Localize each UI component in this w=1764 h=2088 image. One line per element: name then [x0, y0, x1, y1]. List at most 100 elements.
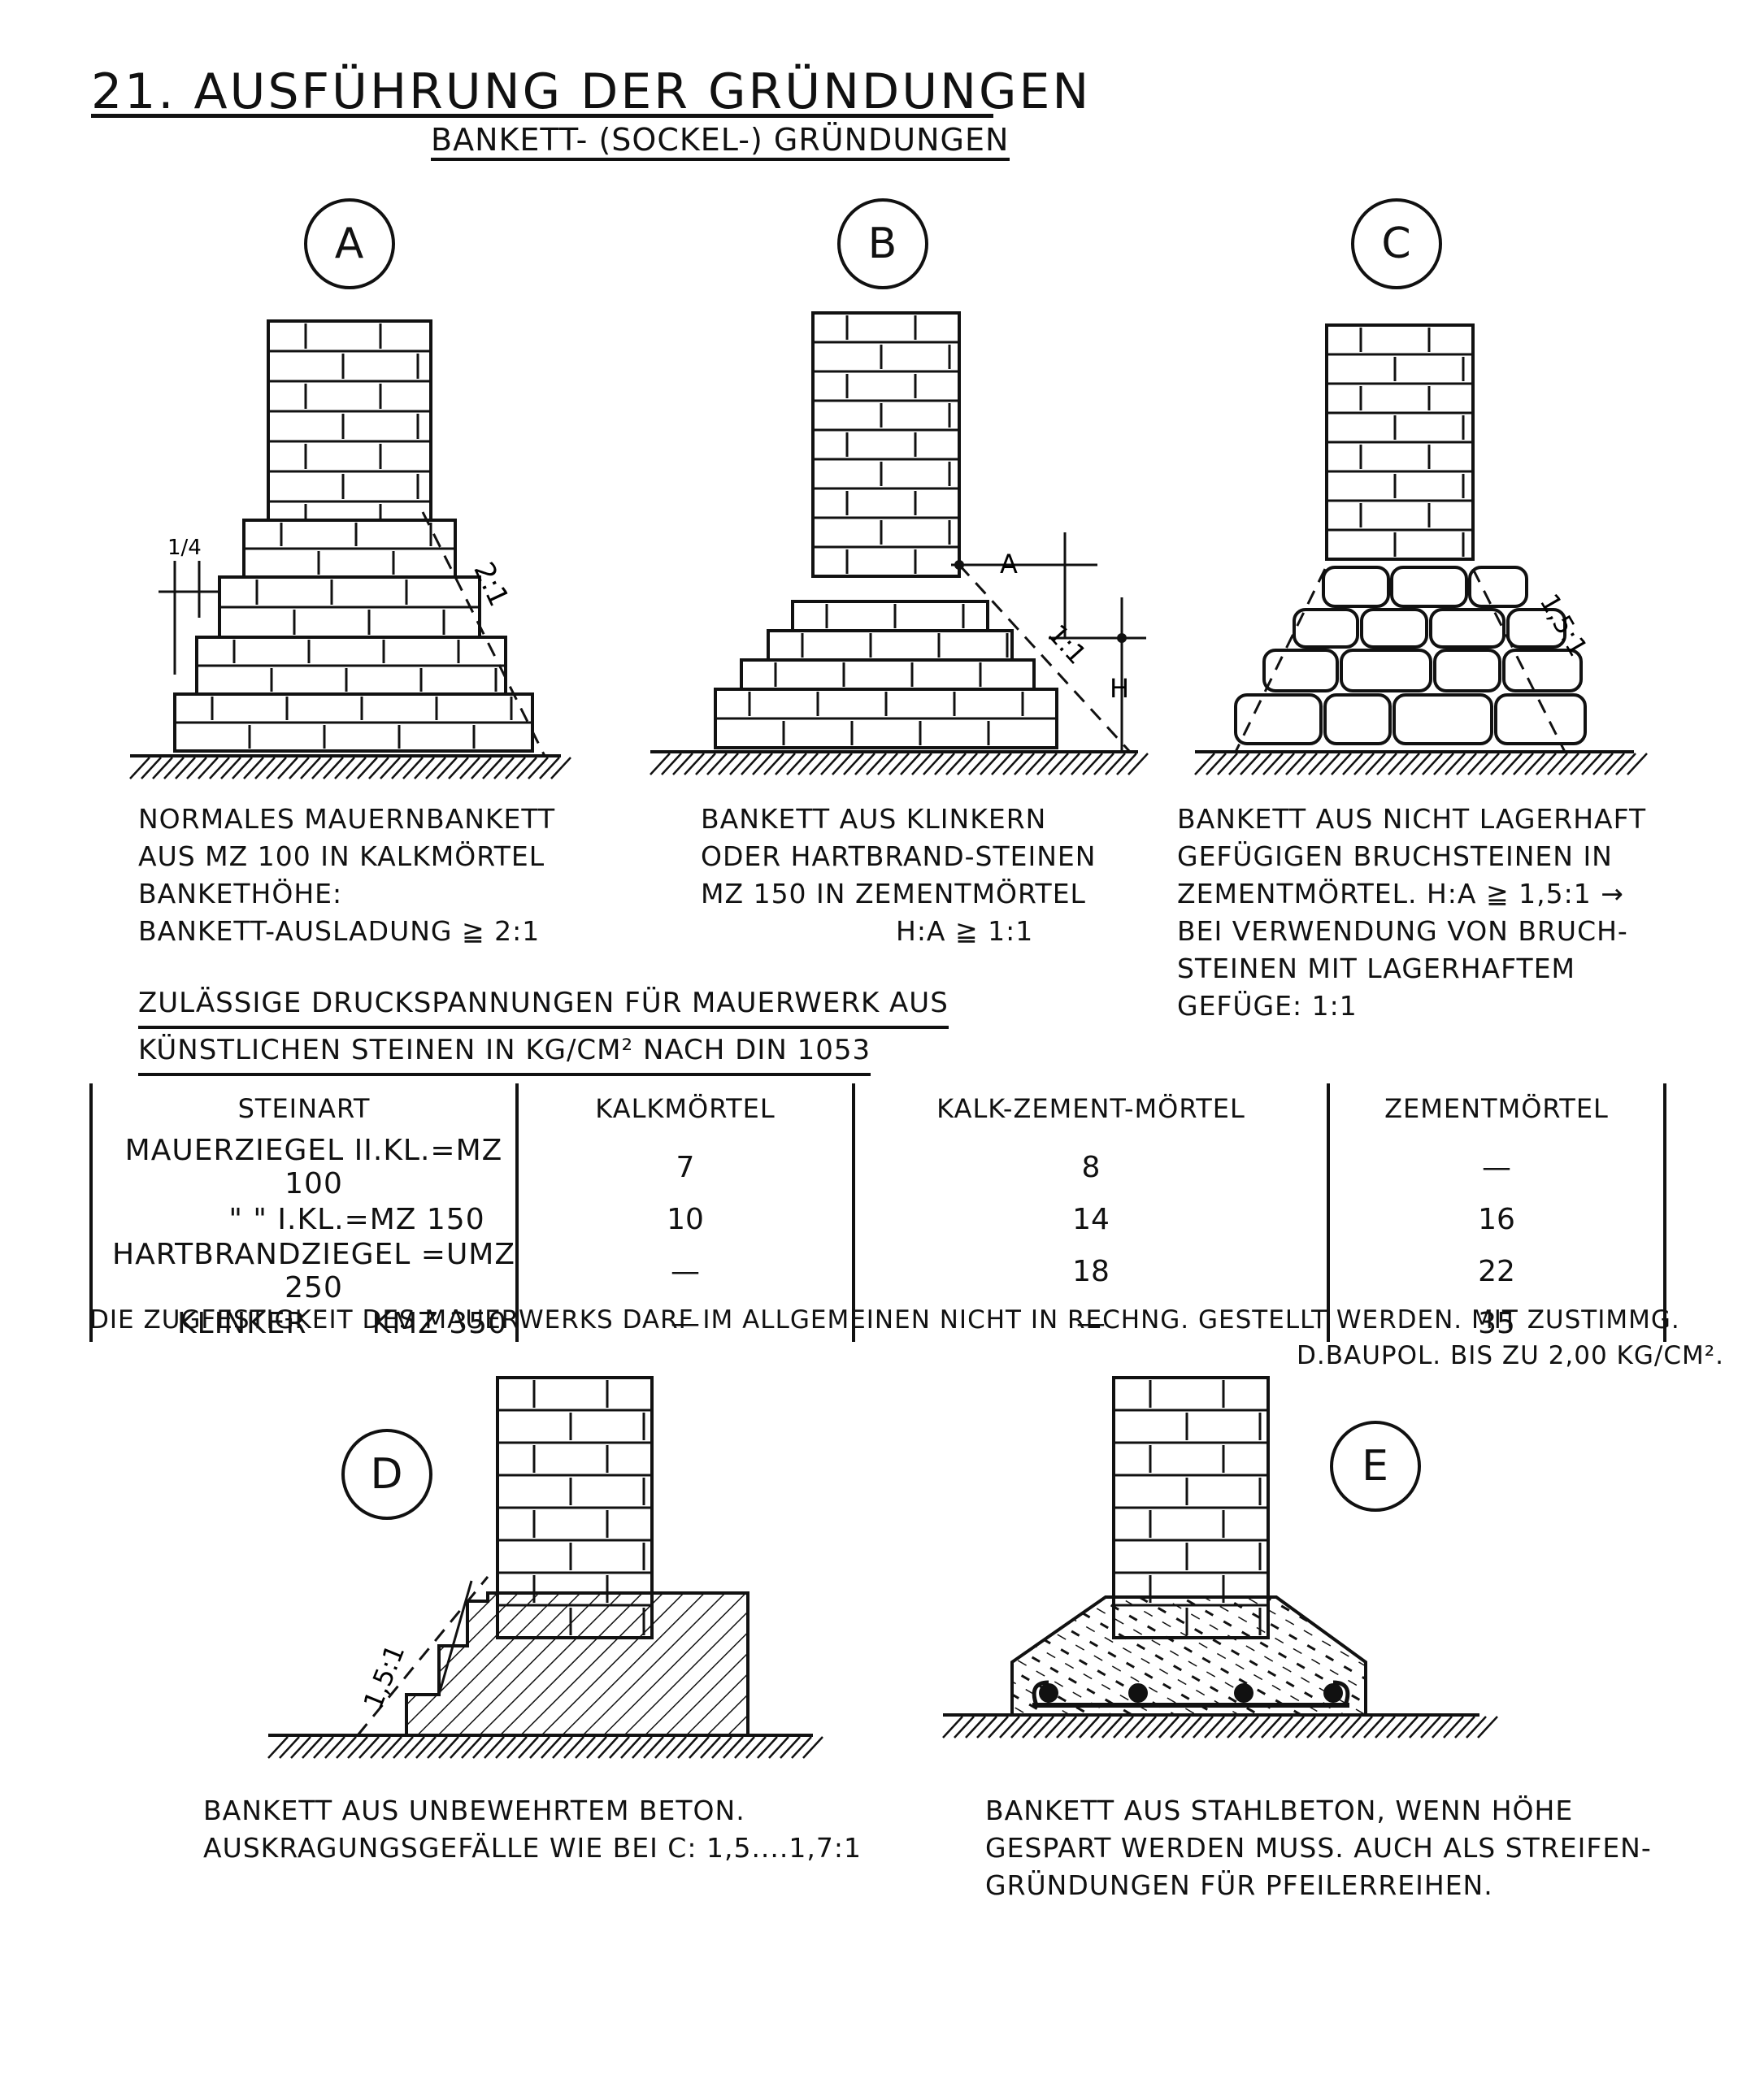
table-row: " " I.Kl.=MZ 150 10 14 16	[89, 1200, 1666, 1238]
ground-hatch	[254, 757, 276, 779]
rubble-stone	[1360, 608, 1428, 649]
ground-hatch	[1399, 753, 1420, 775]
ground-hatch	[1592, 753, 1614, 775]
ground-hatch	[1215, 1716, 1236, 1739]
ground-hatch	[809, 753, 830, 775]
ground-hatch	[1513, 753, 1534, 775]
ground-hatch	[1318, 1716, 1339, 1739]
ground-hatch	[313, 1736, 334, 1759]
ground-hatch	[186, 757, 207, 779]
table-row: Mauerziegel II.Kl.=MZ 100 7 8 —	[89, 1134, 1666, 1200]
cell-name: KlinkerKMZ 350	[89, 1304, 519, 1342]
dimension-point	[1117, 633, 1127, 643]
ground-hatch	[854, 753, 875, 775]
ground-hatch	[267, 1736, 289, 1759]
ground-hatch	[752, 753, 773, 775]
figure-d-drawing	[267, 1376, 823, 1759]
cell-kalkzement: 18	[852, 1238, 1330, 1304]
cell-name: Hartbrandziegel =UMZ 250	[89, 1238, 519, 1304]
cell-kalk: —	[515, 1304, 855, 1342]
ground-hatch	[957, 753, 978, 775]
ground-hatch	[1036, 753, 1058, 775]
ground-hatch	[1306, 1716, 1327, 1739]
ground-hatch	[1227, 1716, 1248, 1739]
ground-hatch	[1116, 753, 1137, 775]
ground-hatch	[866, 753, 887, 775]
ground-hatch	[1206, 753, 1227, 775]
figure-b-dim-h: H	[1110, 673, 1129, 704]
figure-e-drawing	[942, 1376, 1498, 1739]
ground-hatch	[461, 1736, 482, 1759]
ground-hatch	[368, 757, 389, 779]
rebar-hook	[1032, 1680, 1049, 1706]
ground-hatch	[495, 1736, 516, 1759]
ground-hatch	[484, 1736, 505, 1759]
caption-line: bei Verwendung von Bruch-	[1177, 915, 1628, 947]
ground-hatch	[1375, 1716, 1396, 1739]
ground-hatch	[945, 753, 967, 775]
cell-kalk: —	[515, 1238, 855, 1304]
ground-hatch	[1604, 753, 1625, 775]
ground-hatch	[1466, 1716, 1487, 1739]
ground-hatch	[1067, 1716, 1088, 1739]
ground-hatch	[1204, 1716, 1225, 1739]
ground-hatch	[643, 1736, 664, 1759]
ground-hatch	[1082, 753, 1103, 775]
ground-hatch	[689, 1736, 710, 1759]
ground-hatch	[1433, 753, 1454, 775]
header-kalkmoertel: Kalkmörtel	[515, 1083, 855, 1134]
ground-hatch	[277, 757, 298, 779]
ground-hatch	[1432, 1716, 1453, 1739]
table-heading-line: Zulässige Druckspannungen für Mauerwerk …	[138, 982, 949, 1029]
ground-hatch	[302, 1736, 323, 1759]
ground-hatch	[786, 753, 807, 775]
ground-hatch	[654, 1736, 676, 1759]
ground-hatch	[1056, 1716, 1077, 1739]
tensile-note: Die Zugfestigkeit des Mauerwerks darf im…	[89, 1305, 1680, 1335]
cell-name: " " I.Kl.=MZ 150	[89, 1200, 519, 1238]
ground-hatch	[404, 1736, 425, 1759]
ground-hatch	[175, 757, 196, 779]
ground-hatch	[1136, 1716, 1157, 1739]
ground-hatch	[437, 757, 458, 779]
ground-hatch	[1105, 753, 1126, 775]
ground-hatch	[336, 1736, 357, 1759]
slope-guide	[437, 1580, 473, 1695]
ground-hatch	[323, 757, 344, 779]
caption-line: Gefüge: 1:1	[1177, 990, 1358, 1022]
ground-hatch	[393, 1736, 414, 1759]
cell-zement: 22	[1327, 1238, 1666, 1304]
ground-hatch	[666, 1736, 687, 1759]
ground-hatch	[1261, 1716, 1282, 1739]
caption-line: Normales Mauernbankett	[138, 803, 556, 835]
cell-zement: 16	[1327, 1200, 1666, 1238]
rubble-stone	[1433, 649, 1501, 692]
ground-hatch	[1524, 753, 1545, 775]
caption-line: gefügigen Bruchsteinen in	[1177, 840, 1613, 872]
title-underline	[91, 114, 993, 118]
ground-hatch	[541, 1736, 562, 1759]
ground-hatch	[586, 1736, 607, 1759]
rubble-stone	[1293, 608, 1359, 649]
ground-hatch	[506, 1736, 528, 1759]
ground-hatch	[1124, 1716, 1145, 1739]
ground-hatch	[911, 753, 932, 775]
ground-hatch	[1010, 1716, 1032, 1739]
ground-hatch	[695, 753, 716, 775]
ground-hatch	[1127, 753, 1149, 775]
rebar-section	[1234, 1683, 1253, 1703]
ground-hatch	[661, 753, 682, 775]
ground-hatch	[448, 757, 469, 779]
ground-hatch	[518, 1736, 539, 1759]
ground-hatch	[991, 753, 1012, 775]
slope-line	[421, 511, 546, 757]
ground-hatch	[1079, 1716, 1100, 1739]
rubble-stone	[1393, 693, 1493, 745]
ground-hatch	[1251, 753, 1272, 775]
figure-a-quarter: 1/4	[167, 536, 202, 560]
ground-hatch	[1238, 1716, 1259, 1739]
ground-hatch	[1363, 1716, 1384, 1739]
ground-hatch	[723, 1736, 744, 1759]
ground-hatch	[539, 757, 560, 779]
